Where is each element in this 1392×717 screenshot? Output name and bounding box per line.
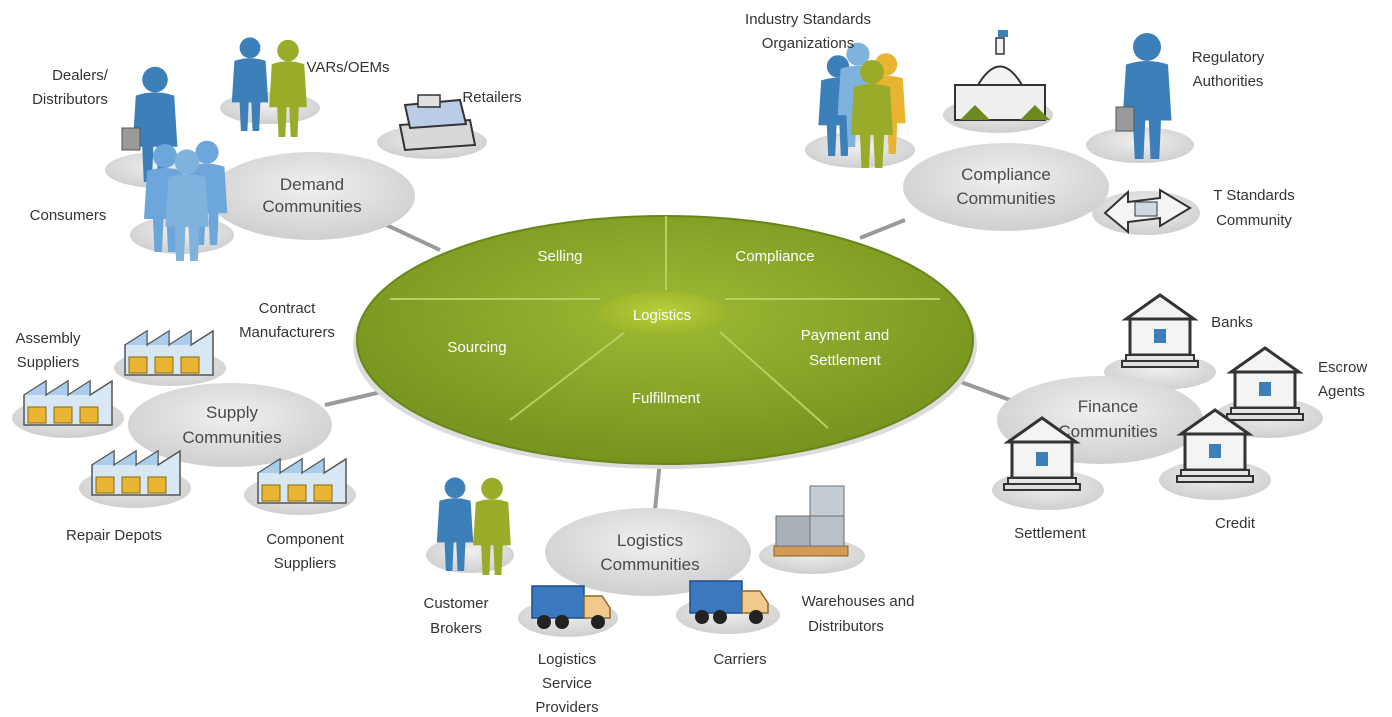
logistics-hub-label-2: Communities (600, 555, 699, 574)
demand-hub-label-2: Communities (262, 197, 361, 216)
logistics-core-label: Logistics (633, 307, 691, 324)
label-dealers: Dealers/ (52, 67, 109, 84)
segment-compliance: Compliance (735, 248, 814, 265)
demand-hub (209, 152, 415, 240)
warehouse-boxes-icon (773, 485, 849, 557)
label-component-suppliers: Suppliers (274, 555, 337, 572)
cash-register-icon (398, 94, 477, 152)
label-logistics: Logistics (538, 651, 596, 668)
label-service: Service (542, 675, 592, 692)
factory-icon (257, 458, 347, 504)
dealer-person-icon (121, 66, 178, 182)
logistics-core (598, 291, 726, 337)
label-regulatory: Regulatory (1192, 49, 1265, 66)
label-vars-oems: VARs/OEMs (306, 59, 389, 76)
logistics-hub (545, 508, 751, 596)
label-customer: Customer (423, 595, 488, 612)
factory-icon (23, 380, 113, 426)
logistics-cluster: Logistics Communities Customer Brokers L… (423, 477, 914, 716)
compliance-cluster: Compliance Communities Industry Standard… (745, 11, 1295, 235)
segment-payment: Payment and (801, 327, 889, 344)
finance-hub-label: Finance (1078, 397, 1138, 416)
label-consumers: Consumers (30, 207, 107, 224)
compliance-hub-label: Compliance (961, 165, 1051, 184)
label-manufacturers: Manufacturers (239, 324, 335, 341)
segment-fulfillment: Fulfillment (632, 390, 701, 407)
bank-icon (1225, 346, 1305, 422)
label-warehouse-distributors: Distributors (808, 618, 884, 635)
compliance-hub-label-2: Communities (956, 189, 1055, 208)
supply-hub-label: Supply (206, 403, 258, 422)
label-community: Community (1216, 212, 1292, 229)
label-authorities: Authorities (1193, 73, 1264, 90)
label-suppliers: Suppliers (17, 354, 80, 371)
factory-icon (124, 330, 214, 376)
supply-cluster: Supply Communities Contract Manufacturer… (12, 300, 356, 572)
segment-selling: Selling (537, 248, 582, 265)
supply-hub (128, 383, 332, 467)
capitol-icon (954, 30, 1050, 121)
edi-exchange-icon (1103, 188, 1192, 235)
label-repair-depots: Repair Depots (66, 527, 162, 544)
label-industry-standards: Industry Standards (745, 11, 871, 28)
finance-cluster: Finance Communities Banks Escrow Agents … (992, 293, 1367, 542)
label-brokers: Brokers (430, 620, 482, 637)
label-contract: Contract (259, 300, 317, 317)
standards-group-icon (818, 42, 906, 168)
segment-dividers (390, 216, 940, 429)
segment-sourcing: Sourcing (447, 339, 506, 356)
label-providers: Providers (535, 699, 598, 716)
label-banks: Banks (1211, 314, 1253, 331)
label-credit: Credit (1215, 515, 1256, 532)
logistics-hub-label: Logistics (617, 531, 683, 550)
supply-hub-label-2: Communities (182, 428, 281, 447)
label-organizations: Organizations (762, 35, 855, 52)
label-t-standards: T Standards (1213, 187, 1294, 204)
label-settlement: Settlement (1014, 525, 1087, 542)
demand-cluster: Demand Communities Dealers/ Distributors… (30, 37, 522, 261)
label-agents: Agents (1318, 383, 1365, 400)
center-ellipse: Selling Compliance Sourcing Payment and … (353, 215, 977, 469)
label-warehouses: Warehouses and (802, 593, 915, 610)
finance-hub-label-2: Communities (1058, 422, 1157, 441)
compliance-hub (903, 143, 1109, 231)
label-escrow: Escrow (1318, 359, 1367, 376)
segment-settlement: Settlement (809, 352, 882, 369)
label-assembly: Assembly (15, 330, 81, 347)
label-component: Component (266, 531, 344, 548)
label-distributors: Distributors (32, 91, 108, 108)
regulator-person-icon (1115, 33, 1172, 159)
demand-hub-label: Demand (280, 175, 344, 194)
bank-icon (1120, 293, 1200, 369)
label-retailers: Retailers (462, 89, 521, 106)
label-carriers: Carriers (713, 651, 766, 668)
